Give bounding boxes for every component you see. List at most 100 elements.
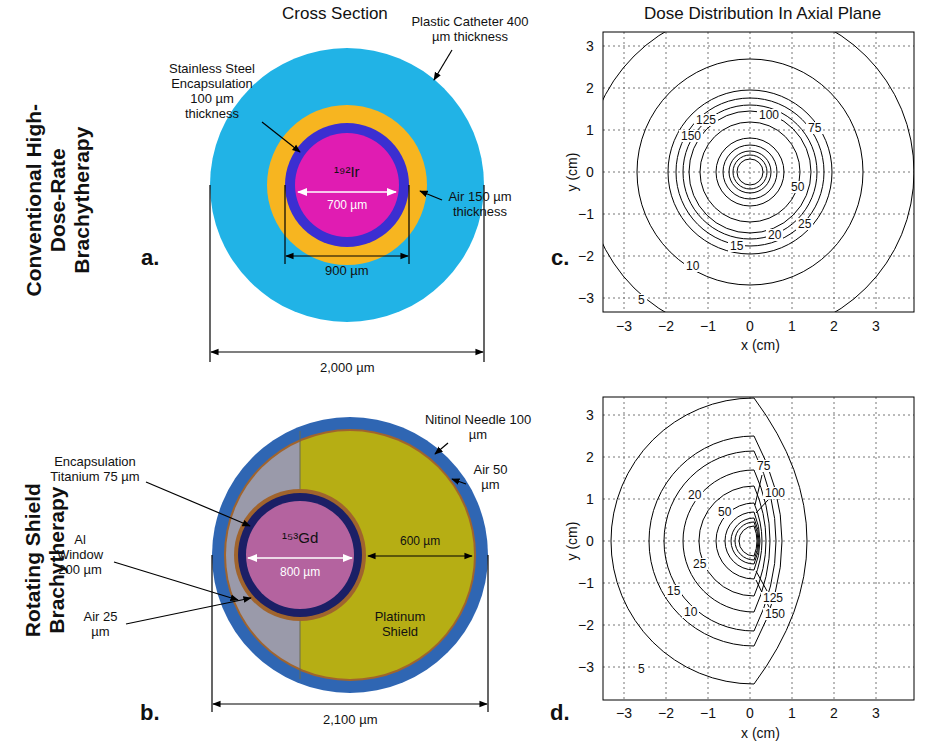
grid-line bbox=[876, 32, 877, 312]
tick-label: −3 bbox=[578, 659, 594, 675]
column-header: Dose Distribution In Axial Plane bbox=[644, 4, 881, 24]
dimension-label: 2,100 µm bbox=[323, 713, 377, 728]
tick-label: 2 bbox=[830, 705, 838, 721]
contour-label: 75 bbox=[755, 460, 772, 472]
grid-line bbox=[876, 397, 877, 700]
axis-title: y (cm) bbox=[564, 153, 580, 192]
plot-frame bbox=[603, 32, 914, 312]
callout-label: Air 50 µm bbox=[468, 463, 513, 493]
callout-label: Plastic Catheter 400 µm thickness bbox=[405, 15, 535, 45]
tick-label: 0 bbox=[586, 533, 594, 549]
grid-line bbox=[666, 32, 667, 312]
dimension-label: 2,000 µm bbox=[320, 361, 374, 376]
material-label: Platinum Shield bbox=[365, 610, 435, 640]
contour-label: 150 bbox=[763, 608, 787, 620]
callout-label: Air 25 µm bbox=[78, 610, 123, 640]
contour-label: 5 bbox=[636, 294, 647, 306]
grid-line bbox=[624, 397, 625, 700]
dose-contours bbox=[603, 32, 914, 312]
contour-label: 125 bbox=[694, 114, 718, 126]
plot-grid bbox=[603, 32, 914, 312]
tick-label: −3 bbox=[616, 705, 632, 721]
hdr-cross-section bbox=[210, 48, 484, 362]
contour-label: 150 bbox=[679, 130, 703, 142]
grid-line bbox=[603, 88, 914, 89]
grid-line bbox=[603, 46, 914, 47]
panel-letter: b. bbox=[140, 700, 160, 725]
contour-label: 5 bbox=[636, 663, 647, 675]
grid-line bbox=[834, 32, 835, 312]
axis-title: x (cm) bbox=[741, 725, 780, 741]
tick-label: −3 bbox=[578, 290, 594, 306]
tick-label: 3 bbox=[872, 318, 880, 334]
tick-label: −2 bbox=[578, 248, 594, 264]
plot-grid bbox=[603, 397, 914, 700]
column-header: Cross Section bbox=[282, 4, 388, 24]
callout-label: Nitinol Needle 100 µm bbox=[423, 413, 533, 443]
contour-label: 15 bbox=[728, 240, 745, 252]
dimension-label: 600 µm bbox=[400, 535, 440, 549]
contour-label: 25 bbox=[691, 558, 708, 570]
contour-label: 15 bbox=[665, 585, 682, 597]
tick-label: −1 bbox=[700, 705, 716, 721]
tick-label: −1 bbox=[700, 318, 716, 334]
callout-label: Encapsulation Titanium 75 µm bbox=[50, 455, 140, 485]
grid-line bbox=[603, 298, 914, 299]
isotope-label: ¹⁵³Gd bbox=[282, 529, 318, 546]
grid-line bbox=[792, 397, 793, 700]
grid-line bbox=[603, 214, 914, 215]
tick-label: 1 bbox=[788, 318, 796, 334]
isotope-label: ¹⁹²Ir bbox=[334, 163, 360, 180]
tick-label: −1 bbox=[578, 575, 594, 591]
tick-label: 3 bbox=[872, 705, 880, 721]
dimension-label: 800 µm bbox=[280, 566, 320, 580]
tick-label: 0 bbox=[586, 164, 594, 180]
contour-label: 125 bbox=[761, 592, 785, 604]
panel-letter: c. bbox=[551, 245, 569, 270]
axis-title: y (cm) bbox=[564, 522, 580, 561]
callout-label: Stainless Steel Encapsulation 100 µm thi… bbox=[162, 62, 262, 122]
grid-line bbox=[603, 256, 914, 257]
tick-label: 2 bbox=[586, 80, 594, 96]
contour-label: 20 bbox=[686, 489, 703, 501]
callout-label: Air 150 µm thickness bbox=[445, 190, 515, 220]
contour-label: 50 bbox=[716, 506, 733, 518]
plot-frame bbox=[603, 397, 914, 700]
tick-label: −2 bbox=[658, 705, 674, 721]
tick-label: −2 bbox=[658, 318, 674, 334]
tick-label: 1 bbox=[788, 705, 796, 721]
dose-contours bbox=[611, 398, 807, 684]
dimension-label: 700 µm bbox=[327, 199, 367, 213]
tick-label: 2 bbox=[586, 449, 594, 465]
grid-line bbox=[603, 172, 914, 173]
grid-line bbox=[603, 130, 914, 131]
grid-line bbox=[792, 32, 793, 312]
tick-label: 1 bbox=[586, 491, 594, 507]
tick-label: 0 bbox=[746, 705, 754, 721]
contour-label: 25 bbox=[796, 218, 813, 230]
contour-label: 100 bbox=[763, 487, 787, 499]
grid-line bbox=[750, 397, 751, 700]
row-label: Conventional High-Dose-Rate Brachytherap… bbox=[22, 95, 94, 305]
panel-letter: a. bbox=[141, 245, 159, 270]
grid-line bbox=[834, 397, 835, 700]
grid-line bbox=[603, 415, 914, 416]
tick-label: 1 bbox=[586, 122, 594, 138]
tick-label: 3 bbox=[586, 407, 594, 423]
callout-label: Al Window 200 µm bbox=[50, 533, 110, 578]
grid-line bbox=[708, 397, 709, 700]
grid-line bbox=[603, 667, 914, 668]
tick-label: 0 bbox=[746, 318, 754, 334]
tick-label: −2 bbox=[578, 617, 594, 633]
axis-title: x (cm) bbox=[741, 337, 780, 353]
contour-label: 100 bbox=[757, 109, 781, 121]
panel-letter: d. bbox=[550, 700, 570, 725]
grid-line bbox=[603, 457, 914, 458]
contour-label: 75 bbox=[806, 122, 823, 134]
contour-label: 20 bbox=[766, 229, 783, 241]
tick-label: −3 bbox=[616, 318, 632, 334]
rsbt-cross-section bbox=[114, 417, 490, 712]
grid-line bbox=[603, 625, 914, 626]
tick-label: 2 bbox=[830, 318, 838, 334]
